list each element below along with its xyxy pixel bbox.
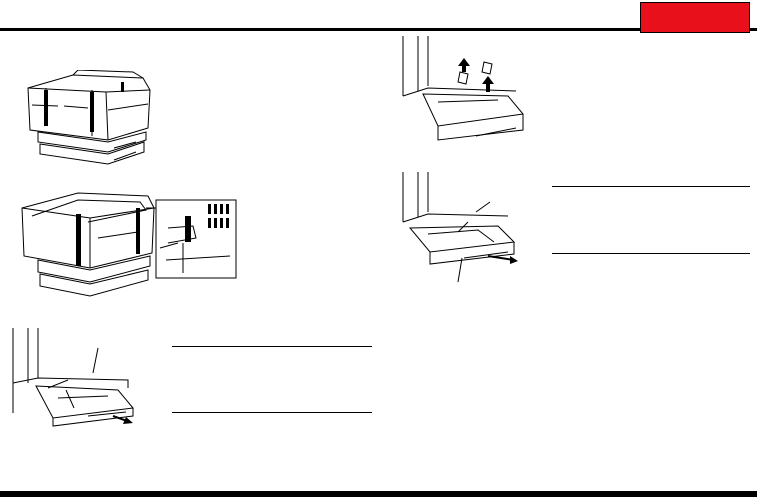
section-tab[interactable] [640, 2, 750, 33]
printer-front-illustration [27, 70, 151, 165]
note-rule-bottom-right [552, 253, 750, 254]
note-rule-top-right [552, 186, 750, 187]
tray-adjust-guides-illustration [402, 172, 518, 283]
header-rule [0, 28, 757, 31]
paper-tray-pull-illustration [12, 328, 134, 427]
tray-remove-spacers-illustration [402, 36, 524, 141]
printer-rear-illustration [21, 192, 237, 297]
footer-rule [0, 491, 757, 497]
note-rule-bottom [172, 412, 372, 413]
note-rule-top [172, 346, 372, 347]
